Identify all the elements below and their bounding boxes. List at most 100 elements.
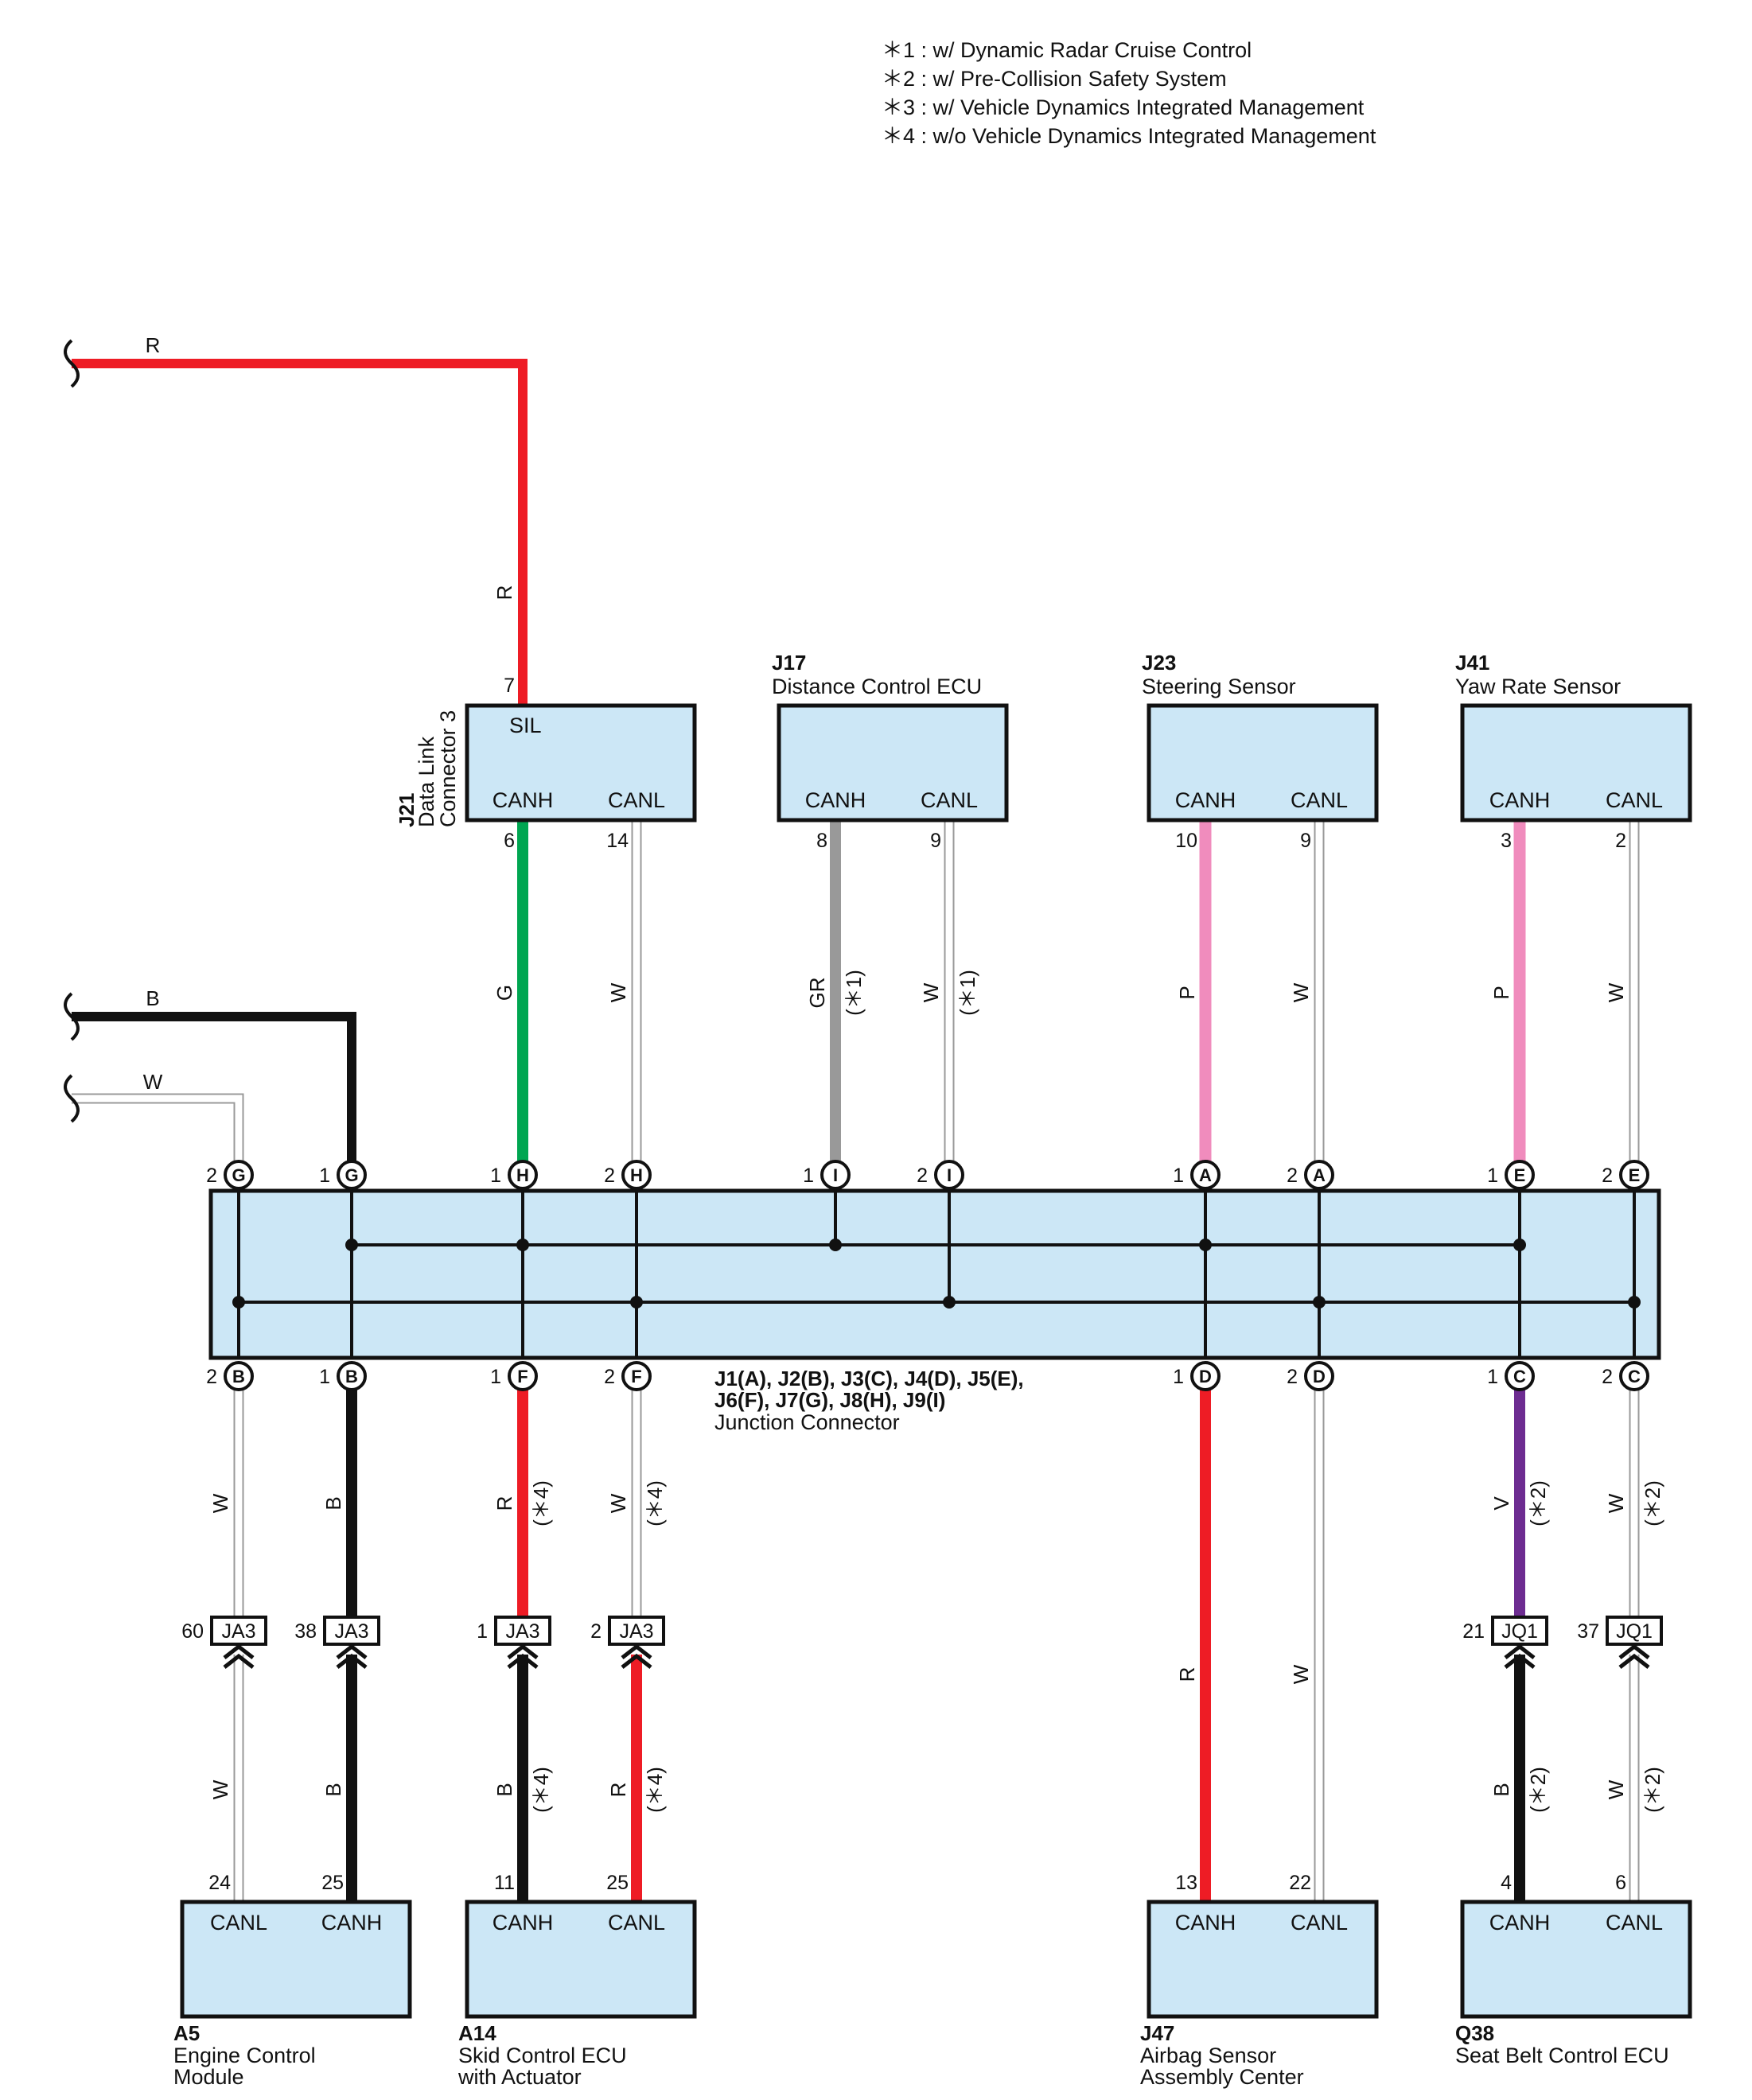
svg-text:E: E	[1514, 1165, 1526, 1185]
svg-text:2: 2	[604, 1165, 615, 1187]
q38-pin-right: 6	[1615, 1872, 1626, 1894]
note-2: ＊2 : w/ Pre-Collision Safety System	[882, 67, 1227, 91]
wire-label-w-j17-note: (＊1)	[956, 970, 979, 1016]
svg-text:JA3: JA3	[221, 1620, 255, 1643]
q38-right-label: CANL	[1606, 1911, 1663, 1935]
terminal-f2: F 2	[604, 1361, 652, 1391]
j21-box	[465, 703, 697, 822]
svg-text:2: 2	[590, 1620, 602, 1643]
wire-label-w-j21: W	[606, 982, 630, 1002]
wire-label-w-f: W	[606, 1493, 630, 1513]
wire-label-r-top: R	[146, 333, 161, 357]
a14-code: A14	[458, 2021, 496, 2045]
svg-text:2: 2	[1287, 1165, 1298, 1187]
svg-text:A: A	[1199, 1165, 1212, 1185]
wire-label-b-q38: B	[1489, 1783, 1513, 1796]
svg-text:2: 2	[1287, 1366, 1298, 1388]
a14-left-label: CANH	[493, 1911, 554, 1935]
svg-text:1: 1	[319, 1165, 330, 1187]
j21-title-group: J21	[395, 793, 419, 827]
j17-pin-canh: 8	[816, 830, 827, 852]
wire-label-b-a14-note: (＊4)	[529, 1767, 553, 1813]
svg-text:21: 21	[1462, 1620, 1485, 1643]
wire-label-b-b: B	[321, 1496, 345, 1510]
terminal-h1: H 1	[490, 1160, 538, 1190]
wire-label-w-j41: W	[1604, 982, 1628, 1002]
a14-box	[465, 1900, 697, 2019]
wire-color-labels: R B W R G W GR (＊1) W (＊1) P W P W W B R…	[143, 333, 1664, 1813]
j41-pin-canh: 3	[1501, 830, 1512, 852]
wire-label-w-d: W	[1289, 1664, 1313, 1684]
junction-top-terminals: G 2 G 1 H 1 H 2 I 1 I 2 A	[206, 1160, 1649, 1190]
terminal-e2: E 2	[1602, 1160, 1649, 1190]
inline-connector-jq1-21: JQ1 21	[1462, 1616, 1548, 1669]
wire-label-w-c: W	[1604, 1493, 1628, 1513]
note-3: ＊3 : w/ Vehicle Dynamics Integrated Mana…	[882, 95, 1365, 119]
j21-pin-canh: 6	[504, 830, 515, 852]
a5-pin-right: 25	[321, 1872, 344, 1894]
chevron-up-icon	[336, 1643, 368, 1669]
terminal-f1: F 1	[490, 1361, 538, 1391]
a5-name1: Engine Control	[173, 2044, 316, 2067]
a5-code: A5	[173, 2021, 200, 2045]
j41-canh-label: CANH	[1489, 788, 1551, 812]
j17-box	[777, 703, 1009, 822]
j41-code: J41	[1455, 651, 1489, 675]
inline-connector-ja3-2: JA3 2	[590, 1616, 665, 1669]
wire-label-v-c: V	[1489, 1496, 1513, 1511]
wire-label-w-left: W	[143, 1070, 163, 1094]
wire-label-w-j17: W	[919, 982, 943, 1002]
terminal-d1: D 1	[1173, 1361, 1221, 1391]
svg-text:I: I	[947, 1165, 952, 1185]
j41-canl-label: CANL	[1606, 788, 1663, 812]
svg-text:H: H	[630, 1165, 643, 1185]
wire-label-r-f: R	[493, 1496, 516, 1511]
wire-label-p-j23: P	[1175, 986, 1199, 999]
svg-text:2: 2	[206, 1366, 217, 1388]
j47-box	[1147, 1900, 1379, 2019]
wire-label-w-q38-note: (＊2)	[1641, 1767, 1664, 1813]
svg-text:I: I	[833, 1165, 838, 1185]
chevron-up-icon	[223, 1643, 255, 1669]
svg-text:B: B	[345, 1367, 358, 1386]
svg-text:JA3: JA3	[619, 1620, 653, 1643]
j23-pin-canl: 9	[1300, 830, 1311, 852]
terminal-d2: D 2	[1287, 1361, 1334, 1391]
inline-connector-ja3-60: JA3 60	[181, 1616, 267, 1669]
wire-label-gr-note: (＊1)	[842, 970, 866, 1016]
junction-connector-box	[208, 1188, 1661, 1360]
wire-label-b-a14: B	[493, 1783, 516, 1796]
wire-label-w-f-note: (＊4)	[643, 1480, 667, 1526]
terminal-h2: H 2	[604, 1160, 652, 1190]
wire-black-g1	[72, 1012, 356, 1175]
chevron-up-icon	[1618, 1643, 1650, 1669]
svg-text:1: 1	[1487, 1165, 1498, 1187]
wire-label-b-a5: B	[321, 1783, 345, 1796]
svg-text:E: E	[1629, 1165, 1641, 1185]
j23-name: Steering Sensor	[1142, 675, 1296, 698]
wire-break-symbols	[64, 339, 80, 1123]
inline-connectors: JA3 60 JA3 38 JA3 1 JA3 2 JQ1 21	[181, 1616, 1663, 1669]
terminal-b1: B 1	[319, 1361, 367, 1391]
a5-name2: Module	[173, 2065, 244, 2089]
svg-text:2: 2	[1602, 1366, 1613, 1388]
chevron-up-icon	[507, 1643, 539, 1669]
svg-text:37: 37	[1577, 1620, 1599, 1643]
j21-sil-label: SIL	[509, 714, 542, 737]
j17-code: J17	[772, 651, 806, 675]
terminal-c1: C 1	[1487, 1361, 1535, 1391]
inline-connector-ja3-38: JA3 38	[294, 1616, 380, 1669]
a14-right-label: CANL	[608, 1911, 665, 1935]
svg-text:1: 1	[490, 1366, 501, 1388]
terminal-b2: B 2	[206, 1361, 254, 1391]
junction-internal-bus	[237, 1191, 1636, 1358]
svg-text:2: 2	[1602, 1165, 1613, 1187]
svg-text:60: 60	[181, 1620, 204, 1643]
j47-code: J47	[1140, 2021, 1174, 2045]
terminal-i2: I 2	[917, 1160, 964, 1190]
j41-name: Yaw Rate Sensor	[1455, 675, 1621, 698]
terminal-c2: C 2	[1602, 1361, 1649, 1391]
svg-text:1: 1	[1487, 1366, 1498, 1388]
terminal-g1: G 1	[319, 1160, 367, 1190]
svg-text:H: H	[516, 1165, 529, 1185]
